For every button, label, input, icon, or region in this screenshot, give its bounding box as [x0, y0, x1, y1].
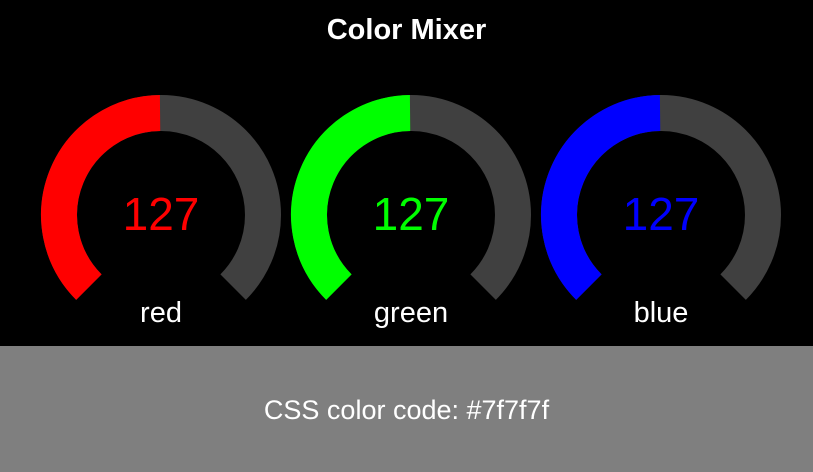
- blue-dial-fill: [541, 95, 661, 300]
- red-dial-value: 127: [122, 188, 200, 240]
- css-color-code-text: CSS color code: #7f7f7f: [263, 395, 550, 425]
- green-dial-label: green: [373, 297, 449, 329]
- red-dial-gauge[interactable]: [36, 90, 286, 310]
- green-dial-value: 127: [372, 188, 450, 240]
- red-dial-label: red: [140, 297, 182, 329]
- blue-dial-gauge[interactable]: [536, 90, 786, 310]
- green-dial-fill: [291, 95, 411, 300]
- red-dial-fill: [41, 95, 161, 300]
- green-dial-gauge[interactable]: [286, 90, 536, 310]
- red-dial[interactable]: 127 red: [36, 90, 286, 340]
- green-dial[interactable]: 127 green: [286, 90, 536, 340]
- app-title: Color Mixer: [326, 14, 487, 46]
- color-output-panel: CSS color code: #7f7f7f: [0, 346, 813, 472]
- blue-dial[interactable]: 127 blue: [536, 90, 786, 340]
- blue-dial-label: blue: [633, 297, 689, 329]
- dial-row: 127 red 127 green 127 blue: [36, 90, 786, 340]
- blue-dial-value: 127: [622, 188, 700, 240]
